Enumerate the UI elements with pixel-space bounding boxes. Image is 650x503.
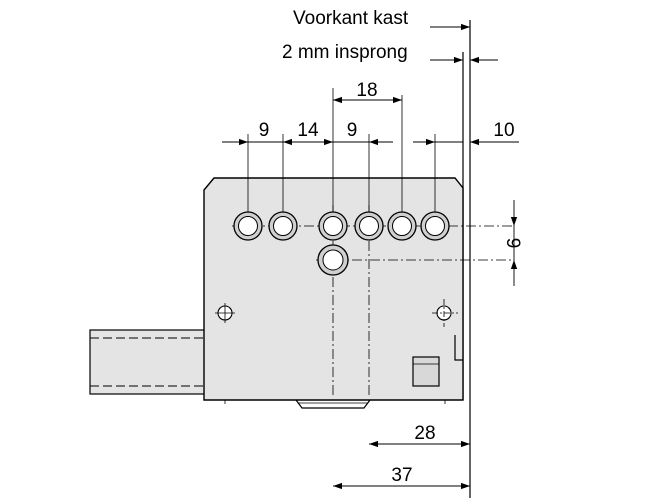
dim-18: 18 — [333, 80, 402, 104]
hole-3 — [318, 211, 348, 241]
hole-row — [233, 211, 450, 276]
hole-2 — [268, 211, 298, 241]
dim-9v-label: 9 — [502, 238, 523, 249]
dim-chain-top: 9 14 9 — [222, 120, 393, 146]
leader-setback: 2 mm insprong — [282, 42, 498, 64]
dim-10-label: 10 — [493, 120, 514, 141]
dim-28: 28 — [369, 423, 470, 448]
dim-9a-label: 9 — [259, 120, 270, 141]
hole-lower — [317, 244, 349, 276]
extension-lines-top — [247, 88, 436, 212]
clip-block — [412, 356, 440, 387]
dim-14-label: 14 — [297, 120, 319, 141]
hole-4 — [354, 211, 384, 241]
label-setback: 2 mm insprong — [282, 42, 408, 63]
hole-1 — [233, 211, 263, 241]
hole-5 — [387, 211, 417, 241]
dim-10: 10 — [413, 120, 519, 146]
screw-hole-left — [215, 303, 235, 323]
leader-front: Voorkant kast — [293, 8, 470, 31]
cabinet-front-lines — [462, 20, 471, 498]
plate-notch — [454, 335, 463, 361]
label-front: Voorkant kast — [293, 8, 409, 29]
dim-37-label: 37 — [391, 465, 412, 486]
dim-37: 37 — [333, 465, 470, 490]
dim-28-label: 28 — [414, 423, 435, 444]
dim-9-vertical: 9 — [502, 200, 523, 286]
plate-bottom-tab — [295, 399, 371, 409]
hole-6 — [420, 211, 450, 241]
dim-18-label: 18 — [356, 80, 377, 101]
dim-9b-label: 9 — [347, 120, 358, 141]
screw-hole-right — [432, 299, 458, 327]
